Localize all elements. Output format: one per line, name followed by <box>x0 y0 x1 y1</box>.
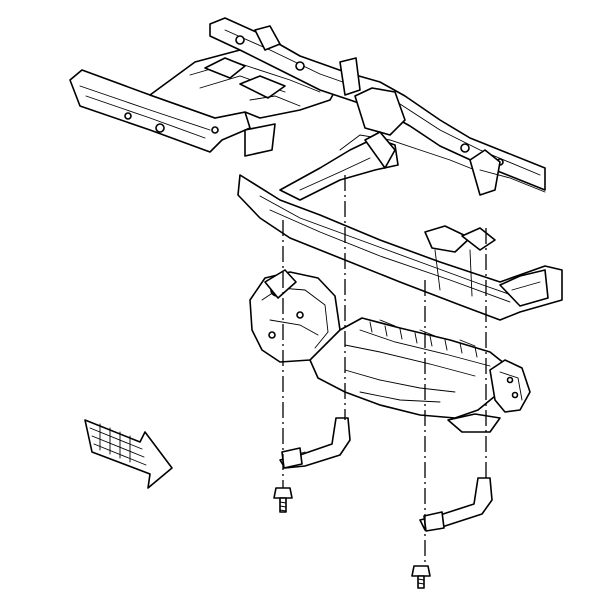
frame-mid-crossmember <box>354 87 406 136</box>
strap-left <box>279 417 351 469</box>
strap-right <box>419 477 493 532</box>
vehicle-frame <box>69 17 563 321</box>
fuel-tank-shield <box>249 269 531 433</box>
shield-body <box>309 317 511 419</box>
frame-tube <box>279 137 399 201</box>
frame-right-rail-lower <box>237 174 563 321</box>
alignment-lines <box>282 175 487 566</box>
bolt-right <box>411 565 431 589</box>
frame-left-rail <box>69 69 251 153</box>
bolt-left <box>273 487 293 513</box>
front-direction-arrow-icon <box>84 419 173 489</box>
